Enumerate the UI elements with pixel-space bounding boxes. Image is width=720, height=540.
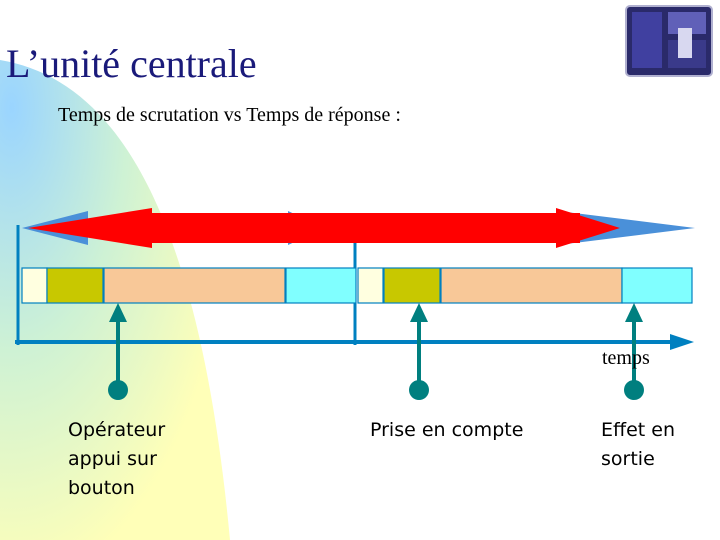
cycle2-output-segment [621,267,693,304]
cycle1-output-segment [285,267,357,304]
time-axis-label: temps [602,347,650,369]
cycle2-idle-segment [357,267,384,304]
event-arrow-2 [409,303,429,400]
event-label-operator-press: Opérateur appui sur bouton [68,419,166,499]
slide-title: L’unité centrale [6,41,257,86]
cycle1-processing-segment [103,267,286,304]
event-label-output-effect: Effet en sortie [601,419,676,470]
cycle2-processing-segment [440,267,623,304]
cycle-segments [21,267,693,304]
slide-subtitle: Temps de scrutation vs Temps de réponse … [58,104,401,126]
cycle1-idle-segment [21,267,48,304]
event-arrow-3 [624,303,644,400]
response-time-arrow [28,208,620,248]
cycle2-input-segment [383,267,441,304]
event-markers [108,303,644,400]
event-label-taken-into-account: Prise en compte [370,419,524,441]
plc-device-image [625,5,713,77]
time-axis-arrow [15,334,694,350]
cycle1-input-segment [46,267,104,304]
event-arrow-1 [108,303,128,400]
